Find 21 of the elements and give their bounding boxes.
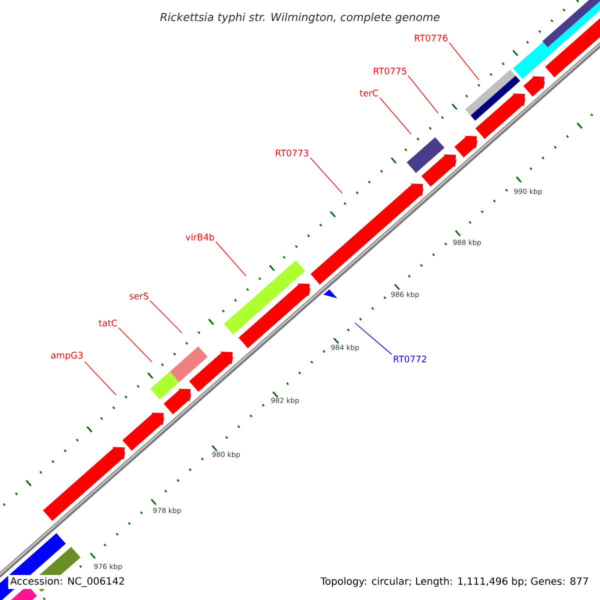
footer-text: Accession: NC_006142 (8, 575, 127, 589)
leader-line (448, 42, 480, 80)
gene-label: RT0772 (394, 356, 426, 362)
leader-line (310, 157, 342, 194)
gene-label: tatC (98, 320, 117, 326)
gene-label: ampG3 (51, 352, 83, 360)
leader-line (354, 322, 392, 355)
gene-label: RT0773 (276, 150, 308, 156)
leader-line (150, 300, 182, 334)
leader-line (215, 241, 246, 276)
leader-line (84, 361, 116, 396)
gene-label: RT0775 (374, 68, 406, 74)
gene-label: terC (360, 90, 378, 96)
footer-text: Topology: circular; Length: 1,111,496 bp; Genes: 877 (318, 575, 591, 589)
leader-line (379, 97, 412, 134)
leader-line (118, 327, 152, 362)
gene-label: RT0776 (414, 34, 448, 42)
leader-line (408, 75, 438, 114)
title: Rickettsia typhi str. Wilmington, complete genome (160, 12, 440, 24)
gene-label: serS (130, 292, 148, 300)
gene-label: virB4b (186, 234, 214, 240)
